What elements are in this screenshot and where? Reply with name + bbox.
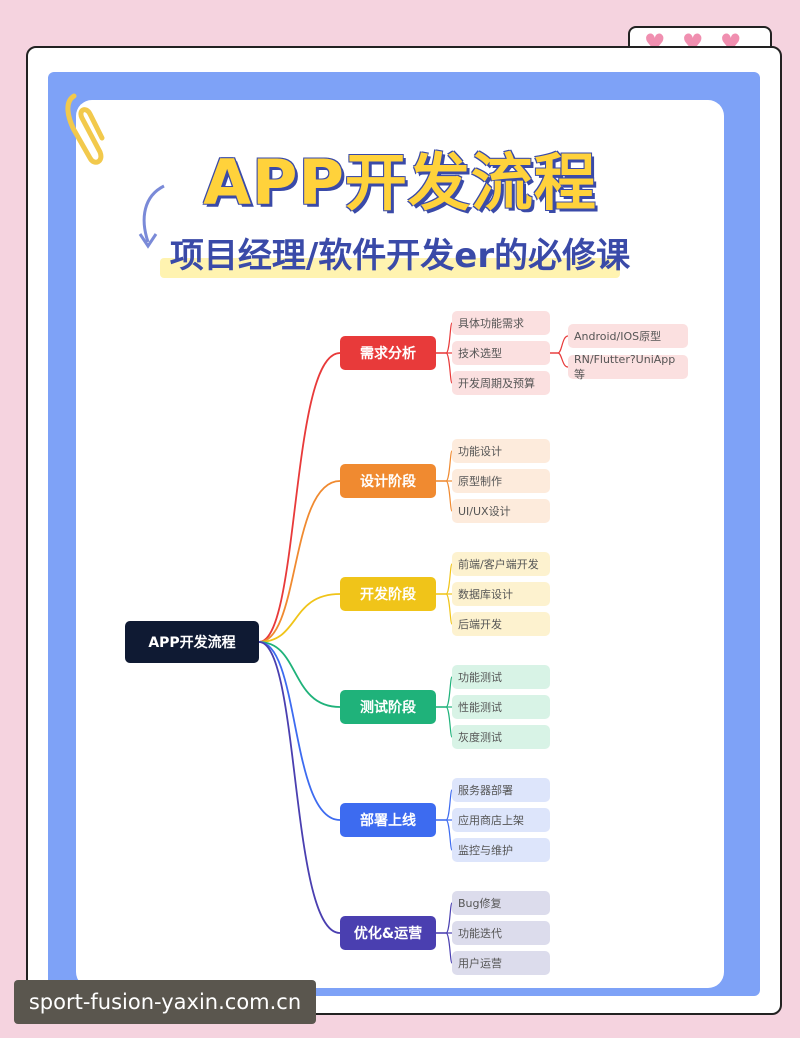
branch-node: 需求分析: [340, 336, 436, 370]
branch-node: 开发阶段: [340, 577, 436, 611]
leaf-node: 用户运营: [452, 951, 550, 975]
leaf-node: 功能设计: [452, 439, 550, 463]
leaf-node: 监控与维护: [452, 838, 550, 862]
branch-node: 测试阶段: [340, 690, 436, 724]
leaf-node: UI/UX设计: [452, 499, 550, 523]
leaf-node: 服务器部署: [452, 778, 550, 802]
subtitle-highlight: [160, 258, 620, 278]
leaf-node: 前端/客户端开发: [452, 552, 550, 576]
page-subtitle: 项目经理/软件开发er的必修课: [169, 236, 631, 276]
leaf-node: 技术选型: [452, 341, 550, 365]
leaf-node: 性能测试: [452, 695, 550, 719]
arrow-icon: [138, 184, 165, 249]
leaf-node: 应用商店上架: [452, 808, 550, 832]
paperclip-icon: [65, 93, 105, 165]
sub-leaf-node: Android/IOS原型: [568, 324, 688, 348]
branch-node: 优化&运营: [340, 916, 436, 950]
mindmap-root: APP开发流程: [125, 621, 259, 663]
content-card: [76, 100, 724, 988]
leaf-node: 后端开发: [452, 612, 550, 636]
branch-node: 设计阶段: [340, 464, 436, 498]
page-title: APP开发流程: [203, 146, 597, 219]
leaf-node: 具体功能需求: [452, 311, 550, 335]
watermark: sport-fusion-yaxin.com.cn: [14, 980, 316, 1024]
leaf-node: 灰度测试: [452, 725, 550, 749]
branch-node: 部署上线: [340, 803, 436, 837]
leaf-node: Bug修复: [452, 891, 550, 915]
leaf-node: 原型制作: [452, 469, 550, 493]
sub-leaf-node: RN/Flutter?UniApp等: [568, 353, 688, 381]
leaf-node: 功能迭代: [452, 921, 550, 945]
leaf-node: 功能测试: [452, 665, 550, 689]
leaf-node: 数据库设计: [452, 582, 550, 606]
leaf-node: 开发周期及预算: [452, 371, 550, 395]
